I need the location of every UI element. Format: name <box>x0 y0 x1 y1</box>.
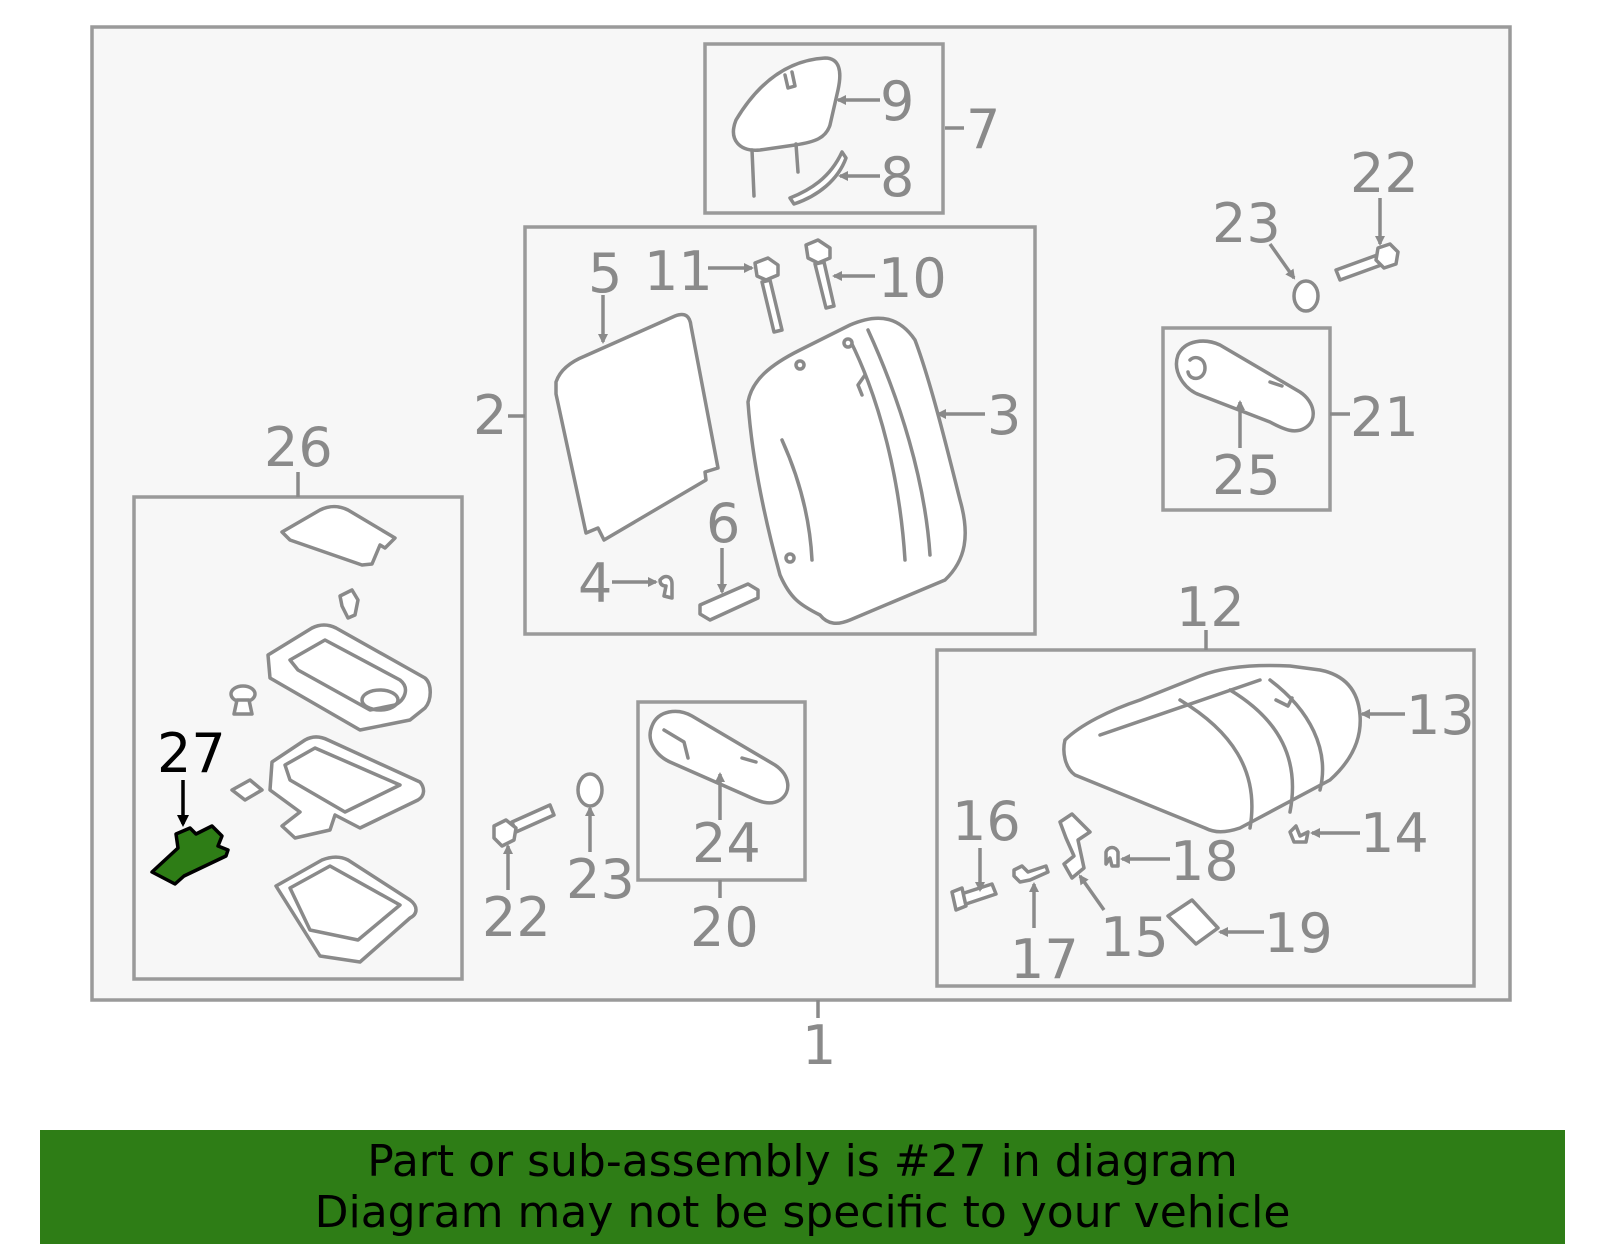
callout-4: 4 <box>578 552 612 615</box>
armrest-right-group-box <box>1161 326 1332 512</box>
callout-22-left: 22 <box>482 886 551 949</box>
callout-27: 27 <box>157 722 226 785</box>
callout-19: 19 <box>1264 902 1333 965</box>
callout-12: 12 <box>1176 576 1245 639</box>
bracket-15-part <box>1058 812 1092 880</box>
armrest-right-part <box>1174 339 1315 433</box>
callout-17: 17 <box>1010 928 1079 991</box>
callout-18: 18 <box>1170 830 1239 893</box>
console-tray-upper-part <box>266 623 432 732</box>
info-banner: Part or sub-assembly is #27 in diagram D… <box>40 1130 1565 1244</box>
callout-9: 9 <box>880 70 914 133</box>
callout-2: 2 <box>473 384 507 447</box>
headrest-group-box <box>703 42 945 215</box>
callout-25: 25 <box>1212 444 1281 507</box>
bolt-22-left-part <box>492 803 556 848</box>
callout-13: 13 <box>1406 684 1475 747</box>
bolt-22-right-part <box>1334 242 1400 282</box>
console-tray-middle-part <box>268 735 426 840</box>
callout-5: 5 <box>588 242 622 305</box>
strip-6-part <box>698 582 760 622</box>
callout-24: 24 <box>692 812 761 875</box>
banner-line-part-number: Part or sub-assembly is #27 in diagram <box>367 1136 1238 1187</box>
console-lid-part <box>280 504 397 567</box>
headrest-guide-10-part <box>804 238 836 310</box>
cushion-part <box>1062 663 1362 834</box>
armrest-left-part <box>648 709 790 805</box>
seatback-frame-part <box>746 316 967 626</box>
callout-20: 20 <box>690 896 759 959</box>
callout-16: 16 <box>952 790 1021 853</box>
seatback-panel-part <box>554 312 720 542</box>
headrest-guide-11-part <box>753 256 784 334</box>
washer-23-left-part <box>576 772 604 808</box>
callout-labels: 9 8 7 5 11 10 2 3 4 6 22 23 21 25 26 12 … <box>157 70 1475 1077</box>
callout-15: 15 <box>1100 906 1169 969</box>
callout-26: 26 <box>264 416 333 479</box>
hook-18-part <box>1104 845 1120 868</box>
pin-17-part <box>1012 864 1050 884</box>
clip-14-part <box>1288 824 1310 844</box>
clip-4-part <box>658 574 674 600</box>
washer-23-right-part <box>1292 279 1320 313</box>
callout-10: 10 <box>878 247 947 310</box>
leader-lines <box>177 95 1405 1018</box>
callout-1: 1 <box>802 1014 836 1077</box>
callout-23-left: 23 <box>566 848 635 911</box>
console-clip-part <box>338 588 360 620</box>
callout-23-right: 23 <box>1212 192 1281 255</box>
callout-22-right: 22 <box>1350 142 1419 205</box>
callout-3: 3 <box>987 384 1021 447</box>
callout-7: 7 <box>966 98 1000 161</box>
callout-8: 8 <box>880 146 914 209</box>
headrest-guide-part <box>788 150 848 206</box>
seatback-group-box <box>523 225 1037 636</box>
callout-21: 21 <box>1350 386 1419 449</box>
callout-6: 6 <box>706 492 740 555</box>
console-pad-part <box>230 778 264 802</box>
callout-11: 11 <box>644 240 713 303</box>
console-bin-part <box>274 855 418 964</box>
banner-line-disclaimer: Diagram may not be specific to your vehi… <box>314 1187 1291 1238</box>
highlighted-part-27 <box>150 824 230 886</box>
headrest-part <box>731 56 842 198</box>
console-knob-part <box>229 684 257 716</box>
callout-14: 14 <box>1360 802 1429 865</box>
